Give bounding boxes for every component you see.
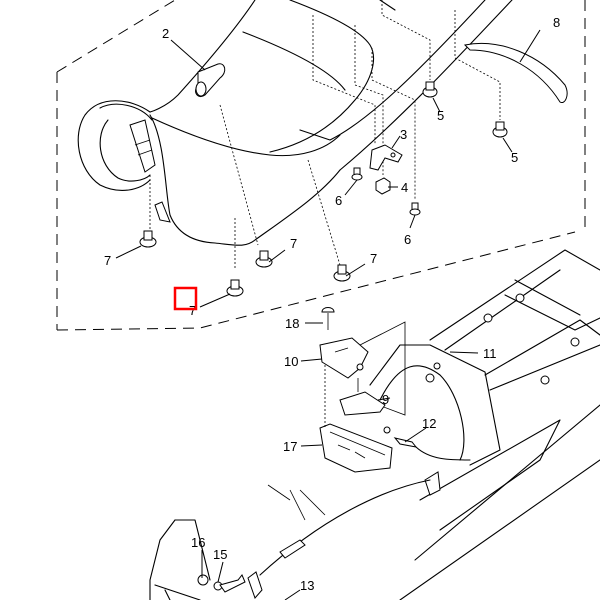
callout-2[interactable]: 2	[162, 26, 169, 41]
callout-16[interactable]: 16	[191, 535, 205, 550]
highlight-box	[173, 286, 198, 311]
leader-lines	[115, 29, 541, 600]
lock-assembly	[319, 307, 471, 473]
callout-15[interactable]: 15	[213, 547, 227, 562]
seat-group-boundary	[56, 0, 586, 331]
grommet-5a	[422, 81, 438, 98]
callout-12[interactable]: 12	[422, 416, 436, 431]
callout-9[interactable]: 9	[382, 392, 389, 407]
fasteners	[139, 81, 508, 297]
callout-18[interactable]: 18	[285, 316, 299, 331]
part-2-hinge	[195, 63, 226, 98]
callout-7c[interactable]: 7	[370, 251, 377, 266]
callout-13[interactable]: 13	[300, 578, 314, 593]
lower-lock-area	[149, 479, 431, 600]
seat	[77, 0, 513, 246]
callout-17[interactable]: 17	[283, 439, 297, 454]
bolt-6b	[409, 202, 421, 216]
callout-7b[interactable]: 7	[290, 236, 297, 251]
nut-4	[375, 177, 391, 195]
part-8-strap	[463, 42, 568, 104]
callout-3[interactable]: 3	[400, 127, 407, 142]
mounting-guide-lines	[149, 0, 501, 270]
grommet-7d	[226, 279, 244, 297]
grommet-7c	[333, 264, 351, 282]
grommet-7b	[255, 250, 273, 268]
callout-4[interactable]: 4	[401, 180, 408, 195]
callout-10[interactable]: 10	[284, 354, 298, 369]
callout-7d[interactable]: 7	[189, 303, 196, 318]
bolt-6a	[351, 167, 363, 181]
callout-5b[interactable]: 5	[511, 150, 518, 165]
grommet-5b	[492, 121, 508, 138]
grommet-7a	[139, 230, 157, 248]
callout-6b[interactable]: 6	[404, 232, 411, 247]
callout-7a[interactable]: 7	[104, 253, 111, 268]
callout-5a[interactable]: 5	[437, 108, 444, 123]
callout-11[interactable]: 11	[483, 346, 497, 361]
callout-8[interactable]: 8	[553, 15, 560, 30]
rear-frame	[369, 249, 600, 600]
callout-6a[interactable]: 6	[335, 193, 342, 208]
callout-labels: 2 3 4 5 5 6 6 7 7 7 7 8 9 10 11 12 13 15…	[104, 15, 560, 593]
bracket-3	[369, 144, 403, 171]
